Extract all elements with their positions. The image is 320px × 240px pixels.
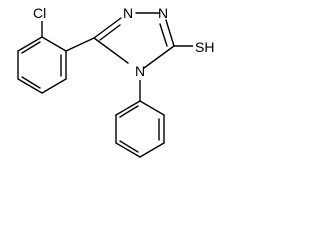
bond-p4-p5 [115, 142, 141, 158]
double-bond-n2-c3-inner [159, 23, 168, 47]
triazole-ring [93, 12, 175, 69]
bond-c4-c5 [17, 78, 43, 94]
thiol-label: SH [195, 39, 214, 55]
bond-c1-c2 [41, 36, 67, 52]
phenyl-ring [115, 100, 165, 158]
bond-c3-c4 [41, 78, 67, 94]
bond-c5-n1 [93, 17, 122, 39]
chlorophenyl-ring [17, 36, 67, 94]
bond-n4-c5 [93, 37, 129, 64]
chlorine-label: Cl [33, 5, 46, 21]
double-bond-inner-2 [21, 76, 41, 89]
nitrogen-label-n2: N [158, 5, 168, 21]
phenyl-double-inner-3 [119, 105, 139, 118]
molecule-diagram: Cl SH N N N [17, 5, 214, 158]
nitrogen-label-n4: N [135, 63, 145, 79]
double-bond-inner-3 [21, 41, 41, 54]
bond-p6-p1 [115, 100, 141, 116]
bond-p3-p4 [139, 142, 165, 158]
bond-c3-n4 [143, 45, 175, 69]
bond-aryl-triazole [65, 37, 95, 52]
double-bond-c5-n1-inner [99, 24, 121, 41]
phenyl-double-inner-2 [119, 140, 139, 153]
nitrogen-label-n1: N [123, 5, 133, 21]
bond-c6-c1 [17, 36, 43, 52]
structure-canvas: Cl SH N N N [17, 5, 214, 158]
bond-n2-c3 [165, 19, 175, 47]
bond-p1-p2 [139, 100, 165, 116]
